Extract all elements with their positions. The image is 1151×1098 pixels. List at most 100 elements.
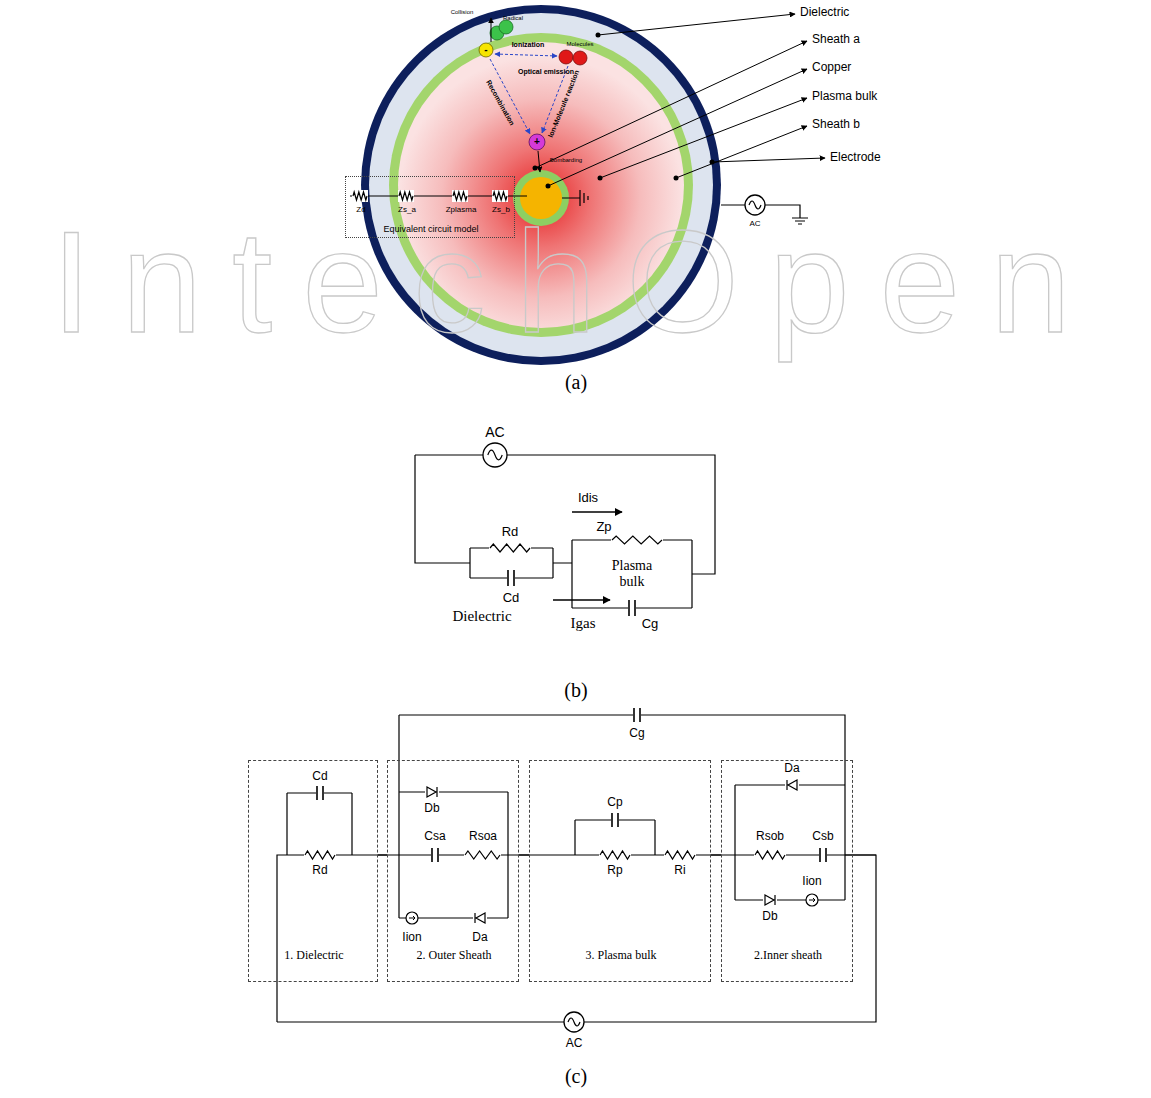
part-label: Dielectric	[800, 6, 849, 20]
capacitor-symbol	[317, 786, 323, 800]
current-arrow	[572, 511, 622, 512]
resistor-symbol	[353, 192, 367, 200]
part-label: Csb	[812, 830, 833, 844]
capacitor-symbol	[629, 600, 635, 616]
current-source-symbol	[806, 894, 818, 906]
part-label: Plasma bulk	[812, 90, 877, 104]
part-label: Iion	[802, 875, 821, 889]
wire	[399, 715, 845, 792]
wire	[572, 540, 692, 608]
leader-dot	[546, 184, 551, 189]
wire-mask	[492, 190, 508, 202]
connector-wire	[711, 854, 721, 855]
wire	[277, 855, 876, 1022]
capacitor-symbol	[820, 848, 826, 862]
part-label: Cp	[607, 796, 622, 810]
part-label: Sheath b	[812, 118, 860, 132]
current-arrow	[553, 599, 610, 600]
diode-symbol	[427, 787, 437, 797]
wire	[287, 793, 399, 855]
part-label: Rp	[607, 864, 622, 878]
leader-line	[548, 69, 807, 186]
resistor-symbol	[465, 851, 500, 859]
wire-mask	[754, 849, 786, 861]
leader-dot	[596, 33, 601, 38]
leader-dot	[598, 176, 603, 181]
part-label: Db	[424, 802, 439, 816]
collision-arrow	[491, 18, 492, 42]
section-title: 2.Inner sheath	[754, 949, 822, 963]
part-label: Csa	[424, 830, 445, 844]
ac-source-symbol	[488, 450, 502, 460]
section-box: 2. Outer Sheath	[387, 760, 519, 982]
part-label: +	[534, 136, 540, 148]
section-title: 1. Dielectric	[284, 949, 343, 963]
part-label: Radical	[503, 15, 523, 22]
part-label: Cd	[503, 591, 520, 606]
connector-wire	[378, 854, 387, 855]
capacitor-symbol	[508, 570, 514, 586]
diode-symbol	[475, 913, 485, 923]
part-label: Cg	[642, 617, 659, 632]
part-label: Db	[762, 910, 777, 924]
leader-line	[600, 98, 807, 178]
resistor-symbol	[493, 192, 507, 200]
current-source-symbol	[406, 912, 418, 924]
molecule-particle	[573, 51, 587, 65]
ac-source-symbol	[564, 1012, 584, 1032]
wire	[399, 792, 575, 918]
leader-line	[598, 14, 795, 35]
connector-wire	[519, 854, 529, 855]
diode-symbol	[765, 895, 775, 905]
capacitor-symbol	[432, 848, 438, 862]
part-label: Iion	[402, 931, 421, 945]
part-label: Ri	[674, 864, 685, 878]
part-label: Igas	[571, 615, 596, 632]
ac-source-symbol	[568, 1018, 580, 1026]
wire-mask	[633, 707, 641, 723]
part-label: Molecules	[566, 41, 593, 48]
resistor-symbol	[600, 851, 630, 859]
part-label: Rsoa	[469, 830, 497, 844]
bombarding-arrow	[538, 151, 540, 172]
ac-source-symbol	[749, 201, 761, 209]
wire-mask	[316, 785, 324, 801]
part-label: Zp	[596, 520, 611, 535]
leader-line	[712, 158, 825, 162]
panel-caption: (c)	[565, 1065, 587, 1088]
part-label: Da	[472, 931, 487, 945]
capacitor-symbol	[634, 708, 640, 722]
wire-mask	[398, 190, 414, 202]
panel-caption: (a)	[565, 371, 587, 394]
part-label: Rd	[312, 864, 327, 878]
wire	[415, 455, 715, 574]
wire-mask	[664, 849, 696, 861]
part-label: Collision	[451, 9, 474, 16]
part-label: Dielectric	[452, 608, 511, 625]
current-source-symbol	[409, 916, 415, 920]
ionization-arrow	[495, 54, 557, 56]
resistor-symbol	[305, 851, 335, 859]
part-label: Electrode	[830, 151, 881, 165]
part-label: Idis	[578, 491, 598, 506]
wire-mask	[464, 849, 501, 861]
part-label: Rd	[502, 525, 519, 540]
resistor-symbol	[399, 192, 413, 200]
current-source-symbol	[809, 898, 815, 902]
ground-symbol	[562, 190, 588, 206]
part-label: Plasma bulk	[607, 558, 657, 590]
diode-symbol	[787, 780, 797, 790]
part-label: AC	[566, 1037, 583, 1051]
leader-dot	[674, 176, 679, 181]
wire-mask	[763, 893, 777, 907]
capacitor-symbol	[612, 813, 618, 827]
wire-mask	[611, 534, 663, 546]
section-title: 3. Plasma bulk	[586, 949, 657, 963]
wire-mask	[425, 785, 439, 799]
part-label: Copper	[812, 61, 851, 75]
section-box: 2.Inner sheath	[721, 760, 853, 982]
panel-caption: (b)	[564, 679, 587, 702]
part-label: Da	[784, 762, 799, 776]
